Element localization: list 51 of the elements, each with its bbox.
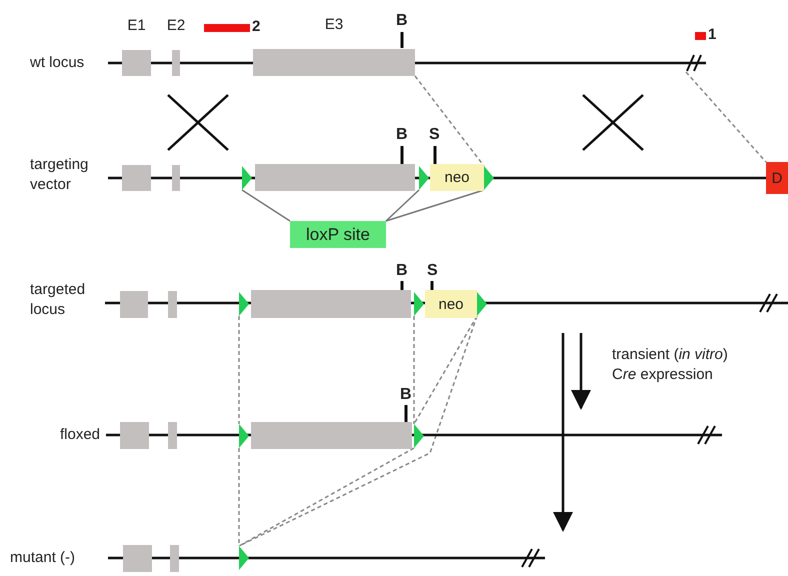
correspondence-line	[413, 316, 415, 424]
exon-box	[172, 165, 180, 191]
row-label: targeted locus	[30, 280, 86, 320]
exon-box	[120, 291, 148, 318]
row-label: floxed	[60, 425, 100, 445]
loxp-triangle	[414, 292, 424, 316]
exon-box	[120, 422, 149, 449]
loxp-triangle	[242, 166, 252, 190]
site-label: B	[396, 126, 408, 144]
correspondence-line	[685, 72, 767, 162]
exon-box	[168, 422, 177, 449]
loxp-triangle	[239, 424, 249, 448]
selection-cassette-box	[766, 162, 788, 194]
leader-line	[385, 189, 420, 222]
box-label: loxP site	[305, 224, 371, 246]
probe-number: 1	[708, 26, 716, 44]
leader-line	[386, 189, 484, 222]
loxp-triangle	[419, 166, 429, 190]
site-label: B	[396, 262, 408, 280]
correspondence-line	[238, 447, 414, 547]
leader-line	[242, 189, 290, 222]
loxp-triangle	[414, 424, 424, 448]
exon-box	[123, 545, 152, 572]
box-label: D	[770, 168, 784, 188]
site-label: B	[400, 386, 412, 404]
row-label: targeting vector	[30, 155, 90, 195]
exon-label: E1	[127, 16, 146, 36]
row-label: wt locus	[30, 53, 84, 73]
correspondence-line	[238, 316, 478, 547]
annotation-text: transient (in vitro) Cre expression	[612, 345, 729, 385]
loxp-triangle	[484, 166, 494, 190]
loxp-label-box	[290, 221, 386, 248]
box-label: neo	[443, 168, 471, 188]
exon-box	[122, 165, 151, 191]
correspondence-line	[413, 316, 478, 424]
exon-label: E2	[166, 16, 186, 36]
exon-label: E3	[324, 15, 344, 35]
break-mark	[686, 54, 702, 72]
site-label: S	[429, 126, 440, 144]
exon-box	[170, 545, 179, 572]
loxp-triangle	[239, 292, 249, 316]
row-label: mutant (-)	[10, 548, 76, 568]
loxp-triangle	[239, 546, 249, 570]
exon-box	[168, 291, 177, 318]
correspondence-line	[238, 316, 240, 424]
site-label: B	[396, 12, 408, 30]
probe-number: 2	[252, 18, 260, 36]
site-label: S	[427, 262, 438, 280]
loxp-triangle	[477, 292, 487, 316]
box-label: neo	[437, 294, 465, 314]
correspondence-line	[238, 448, 240, 546]
